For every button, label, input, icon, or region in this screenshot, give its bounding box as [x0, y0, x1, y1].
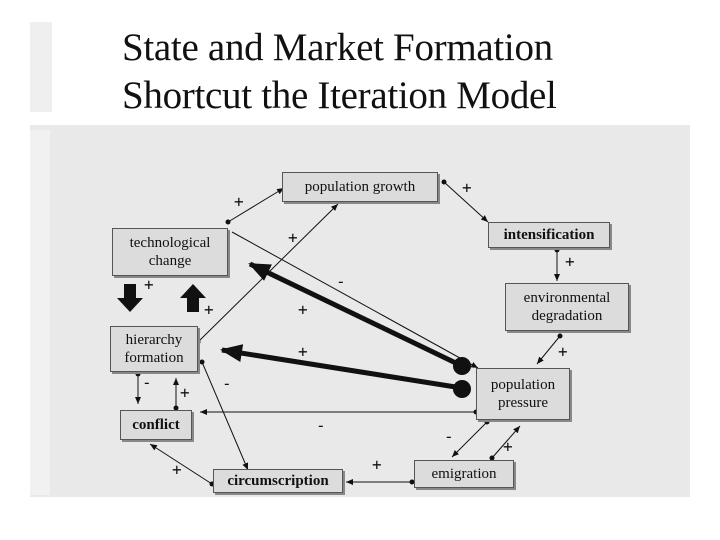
sign-hier-to-growth: + [288, 228, 298, 247]
sign-tech-to-hier: + [144, 275, 154, 294]
edge-growth-to-pressure [231, 231, 479, 369]
node-label-line1: environmental [523, 290, 611, 306]
node-label-line1: technological [129, 235, 211, 251]
node-intensification: intensification [488, 222, 610, 248]
node-label: emigration [431, 466, 497, 482]
node-circumscription: circumscription [213, 469, 343, 493]
node-population-pressure: population pressure [476, 368, 570, 420]
edge-pressure-to-circ [206, 350, 420, 410]
sign-envdeg-to-pressure: + [558, 342, 568, 361]
block-arrow-up [180, 284, 206, 312]
edge-tech-to-growth [227, 187, 285, 223]
node-label-line2: degradation [531, 308, 603, 324]
node-label-line1: hierarchy [125, 332, 183, 348]
sign-tech-to-growth: + [234, 192, 244, 211]
node-label: circumscription [227, 473, 329, 489]
node-label-line2: formation [124, 350, 184, 366]
node-technological-change: technological change [112, 228, 228, 276]
edge-pressure-to-emig [451, 421, 488, 458]
sign-pressure-to-tech-thick: - [336, 272, 346, 291]
node-label: conflict [132, 417, 180, 433]
sign-pressure-to-emig: - [444, 427, 454, 446]
edge-pressure-to-tech-thick [248, 261, 464, 369]
node-conflict: conflict [120, 410, 192, 440]
sign-growth-to-intens: + [462, 178, 472, 197]
sign-intens-to-envdeg: + [565, 252, 575, 271]
edge-growth-to-intens [443, 181, 489, 223]
node-hierarchy-formation: hierarchy formation [110, 326, 198, 372]
sign-hier-to-conflict: - [142, 373, 152, 392]
left-decor-strip [30, 22, 52, 112]
slide-title: State and Market Formation Shortcut the … [122, 24, 557, 120]
sign-circ-to-conflict: + [172, 460, 182, 479]
edge-circ-to-conflict [149, 443, 213, 485]
block-arrows [117, 284, 206, 312]
node-label-line2: change [148, 253, 192, 269]
edge-hier-to-circ [201, 361, 249, 471]
sign-hier-to-growth-2: + [298, 300, 308, 319]
sign-hier-to-circ: - [222, 374, 232, 393]
node-population-growth: population growth [282, 172, 438, 202]
node-label-line2: pressure [498, 395, 548, 411]
node-emigration: emigration [414, 460, 514, 488]
block-arrow-down [117, 284, 143, 312]
panel-left-strip [30, 130, 50, 495]
node-label: intensification [503, 227, 595, 243]
edge-pressure-to-hier-thick [220, 344, 463, 391]
node-label: population growth [304, 179, 416, 195]
node-environmental-degradation: environmental degradation [505, 283, 629, 331]
sign-pressure-to-hier-thick: + [298, 342, 308, 361]
sign-pressure-to-conflict: - [316, 416, 326, 435]
sign-conflict-to-hier: + [180, 383, 190, 402]
sign-emig-to-pressure: + [503, 437, 513, 456]
node-label-line1: population [490, 377, 556, 393]
title-line-1: State and Market Formation [122, 26, 553, 69]
sign-hier-to-tech: + [204, 300, 214, 319]
title-line-2: Shortcut the Iteration Model [122, 74, 557, 117]
edge-envdeg-to-pressure [536, 335, 561, 365]
edge-emig-to-pressure [491, 425, 521, 459]
sign-emig-to-circ: + [372, 455, 382, 474]
